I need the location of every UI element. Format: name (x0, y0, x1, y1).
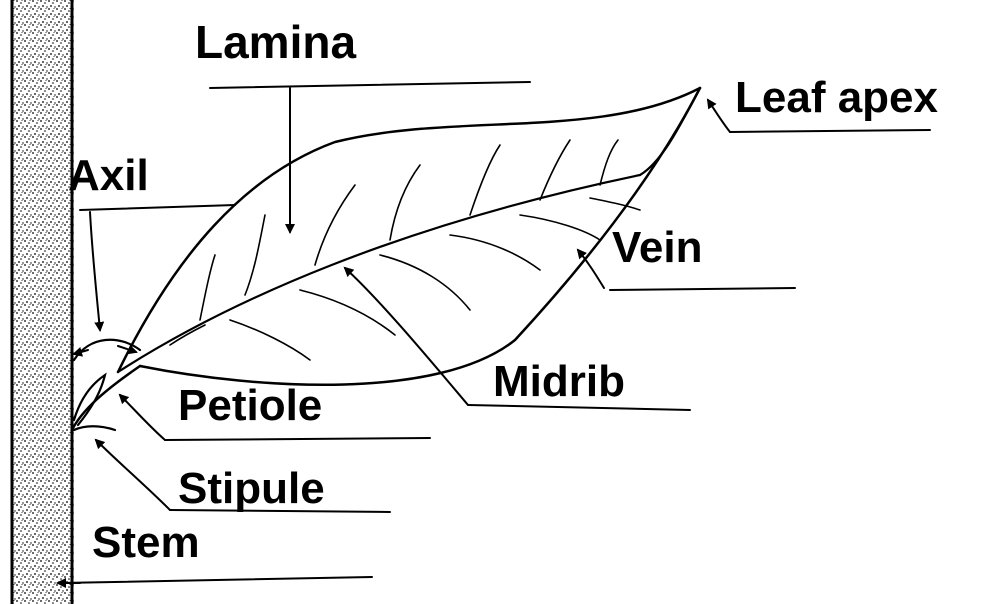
label-vein: Vein (612, 223, 703, 272)
label-stem: Stem (92, 518, 200, 567)
label-lamina: Lamina (195, 16, 356, 68)
label-midrib: Midrib (493, 357, 625, 406)
stem (12, 0, 74, 604)
label-axil: Axil (68, 151, 149, 200)
label-leaf-apex: Leaf apex (735, 73, 939, 122)
veins (170, 140, 640, 360)
label-stipule: Stipule (178, 464, 325, 513)
label-petiole: Petiole (178, 381, 322, 430)
axil-and-stipule (74, 340, 140, 430)
